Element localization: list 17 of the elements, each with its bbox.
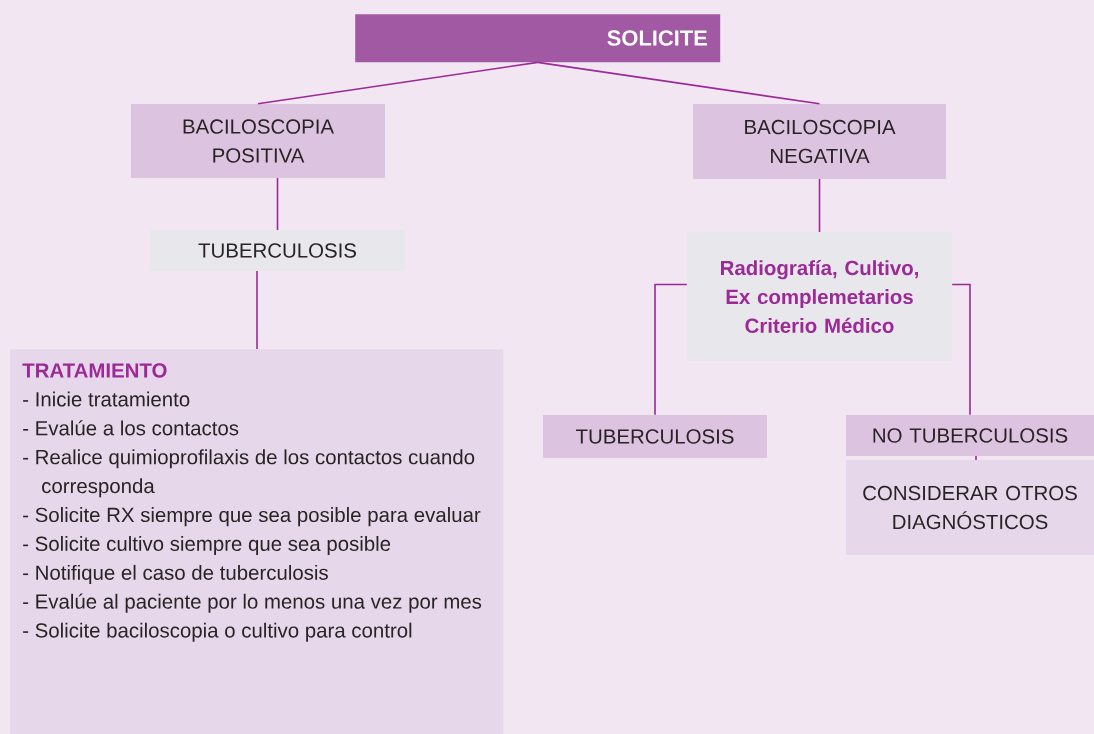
process-box: BACILOSCOPIA POSITIVA: [131, 104, 385, 178]
process-box: TUBERCULOSIS: [543, 415, 767, 458]
connector-line: [951, 283, 971, 416]
process-box: NO TUBERCULOSIS: [846, 415, 1094, 456]
treatment-box: TRATAMIENTO - Inicie tratamiento - Evalúe a los contactos - Realice quimioprofilaxis de los contactos cuando corresponda - Solicite RX siempre que sea posible para evaluar - Solicite cultivo siempre que sea posible - Notifique el caso de tuberculosis - Evalúe al paciente por lo menos una vez por mes - Solicite baciloscopia o cultivo para control: [10, 349, 504, 734]
connector-line: [256, 270, 258, 350]
connector-line: [257, 61, 539, 105]
connector-line: [536, 61, 821, 105]
title-box: SOLICITE: [355, 14, 721, 63]
process-box: TUBERCULOSIS: [150, 230, 405, 271]
connector-line: [276, 177, 279, 231]
process-box: BACILOSCOPIA NEGATIVA: [693, 104, 946, 179]
process-box: CONSIDERAR OTROS DIAGNÓSTICOS: [846, 460, 1094, 555]
connector-line: [818, 178, 821, 233]
connector-line: [654, 283, 688, 416]
connector-line: [975, 455, 977, 461]
process-box: Radiografía, Cultivo, Ex complemetarios Criterio Médico: [687, 232, 952, 361]
